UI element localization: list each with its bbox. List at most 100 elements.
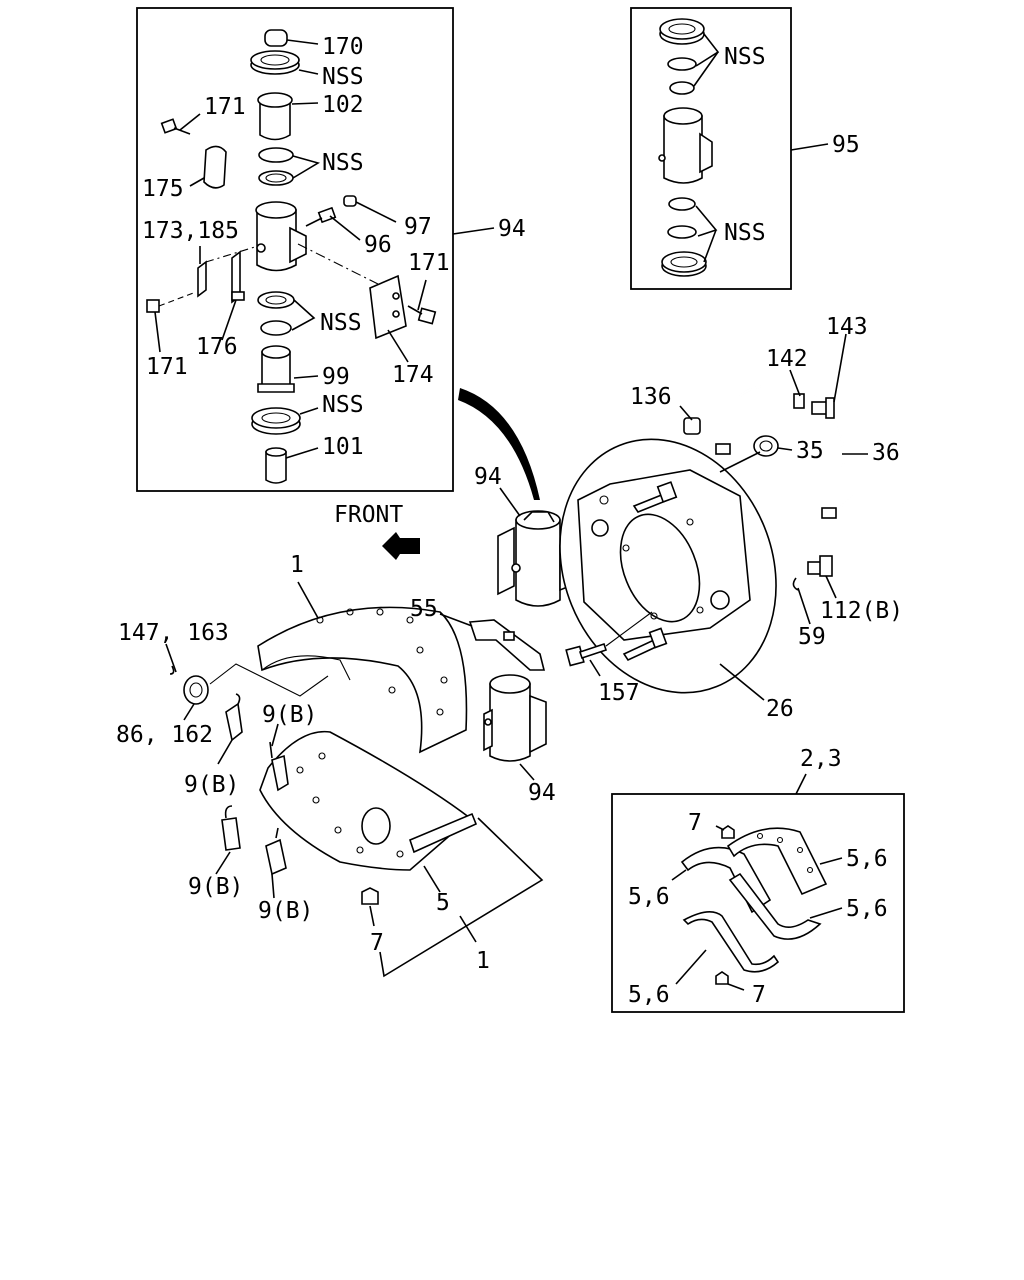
label-9b-b[interactable]: 9(B) (184, 772, 239, 798)
lining-5-6-b[interactable] (726, 827, 843, 896)
label-86-162[interactable]: 86, 162 (116, 722, 213, 748)
label-94-box[interactable]: 94 (498, 216, 526, 242)
label-171-b[interactable]: 171 (408, 250, 450, 276)
label-101[interactable]: 101 (322, 434, 364, 460)
label-1-bottom[interactable]: 1 (476, 948, 490, 974)
pin-147-163[interactable] (165, 643, 177, 675)
spring-9b-a[interactable] (217, 693, 243, 765)
piston-99[interactable] (257, 345, 319, 393)
label-174[interactable]: 174 (392, 362, 434, 388)
label-36[interactable]: 36 (872, 440, 900, 466)
label-136[interactable]: 136 (630, 384, 672, 410)
spring-9b-d[interactable] (265, 827, 287, 899)
label-nss-d[interactable]: NSS (322, 392, 364, 418)
clip-59[interactable] (792, 577, 811, 625)
label-171-a[interactable]: 171 (204, 94, 246, 120)
label-94-mid[interactable]: 94 (474, 464, 502, 490)
label-9b-d[interactable]: 9(B) (258, 898, 313, 924)
plate-174[interactable] (297, 243, 409, 363)
label-nss-c[interactable]: NSS (320, 310, 362, 336)
rivet-7-c[interactable] (715, 971, 745, 991)
label-5-6-a[interactable]: 5,6 (846, 846, 888, 872)
label-2-3[interactable]: 2,3 (800, 746, 842, 772)
bolt-171-c[interactable] (146, 291, 197, 353)
label-143[interactable]: 143 (826, 314, 868, 340)
label-176[interactable]: 176 (196, 334, 238, 360)
clip-142[interactable] (789, 369, 805, 409)
lining-5-6-d[interactable] (675, 911, 780, 985)
label-9b-a[interactable]: 9(B) (262, 702, 317, 728)
spring-9b-b[interactable] (269, 723, 289, 792)
label-nss-f[interactable]: NSS (724, 220, 766, 246)
bolt-112b[interactable] (807, 555, 837, 599)
clip-175[interactable] (189, 145, 227, 189)
label-5-6-b[interactable]: 5,6 (628, 884, 670, 910)
backing-plate-26[interactable] (523, 407, 813, 726)
label-7-b[interactable]: 7 (370, 930, 384, 956)
label-1-top[interactable]: 1 (290, 552, 304, 578)
spring-9b-c[interactable] (215, 805, 241, 875)
label-147-163[interactable]: 147, 163 (118, 620, 229, 646)
plate-173-185[interactable] (197, 245, 259, 298)
label-nss-b[interactable]: NSS (322, 150, 364, 176)
seal-nss-a[interactable] (250, 50, 319, 75)
rivet-7-b[interactable] (361, 887, 379, 927)
rivet-7-a[interactable] (715, 825, 735, 839)
seal-nss-c[interactable] (257, 291, 316, 336)
part-170[interactable] (264, 29, 319, 47)
bolt-171-b[interactable] (407, 279, 437, 325)
seal-nss-d[interactable] (251, 407, 319, 435)
cylinder-body-95[interactable] (658, 107, 713, 184)
label-173-185[interactable]: 173,185 (142, 218, 239, 244)
plug-136[interactable] (679, 405, 701, 435)
stud-bolt[interactable] (622, 481, 678, 662)
plunger-101[interactable] (265, 447, 319, 484)
label-59[interactable]: 59 (798, 624, 826, 650)
grommet-35[interactable] (719, 435, 793, 473)
front-direction-arrow-icon (382, 532, 420, 560)
label-142[interactable]: 142 (766, 346, 808, 372)
lining-5-6-c[interactable] (728, 872, 843, 940)
label-7-c[interactable]: 7 (752, 982, 766, 1008)
seal-nss-f[interactable] (661, 197, 718, 277)
label-171-c[interactable]: 171 (146, 354, 188, 380)
label-97[interactable]: 97 (404, 214, 432, 240)
label-99[interactable]: 99 (322, 364, 350, 390)
label-nss-e[interactable]: NSS (724, 44, 766, 70)
label-94-low[interactable]: 94 (528, 780, 556, 806)
wheel-cylinder-94-lower[interactable] (483, 674, 547, 781)
label-96[interactable]: 96 (364, 232, 392, 258)
part-labels: 170 NSS 171 102 NSS 175 173,185 97 96 94… (116, 34, 903, 1008)
bolt-143[interactable] (811, 333, 847, 419)
label-nss-a[interactable]: NSS (322, 64, 364, 90)
seal-nss-b[interactable] (258, 147, 321, 186)
label-26[interactable]: 26 (766, 696, 794, 722)
brake-shoe-upper[interactable] (257, 581, 468, 754)
cylinder-body[interactable] (255, 201, 307, 272)
nut-86-162[interactable] (183, 675, 209, 721)
bolt-171-a[interactable] (160, 113, 201, 135)
bracket-55[interactable] (439, 613, 546, 671)
label-55[interactable]: 55 (410, 596, 438, 622)
label-5-6-d[interactable]: 5,6 (628, 982, 670, 1008)
label-170[interactable]: 170 (322, 34, 364, 60)
label-175[interactable]: 175 (142, 176, 184, 202)
label-5[interactable]: 5 (436, 890, 450, 916)
wheel-cylinder-94-detail-box (136, 7, 495, 492)
brake-shoe-lower[interactable] (259, 730, 478, 893)
label-95[interactable]: 95 (832, 132, 860, 158)
label-5-6-c[interactable]: 5,6 (846, 896, 888, 922)
label-112b[interactable]: 112(B) (820, 598, 903, 624)
label-102[interactable]: 102 (322, 92, 364, 118)
piston-102[interactable] (257, 92, 319, 141)
bolt-157[interactable] (565, 611, 653, 677)
label-7-a[interactable]: 7 (688, 810, 702, 836)
seal-nss-e[interactable] (659, 18, 720, 95)
label-35[interactable]: 35 (796, 438, 824, 464)
bracket-176[interactable] (221, 250, 245, 341)
cap-97[interactable] (343, 195, 397, 223)
bleeder-96[interactable] (305, 206, 361, 241)
label-157[interactable]: 157 (598, 680, 640, 706)
label-9b-c[interactable]: 9(B) (188, 874, 243, 900)
